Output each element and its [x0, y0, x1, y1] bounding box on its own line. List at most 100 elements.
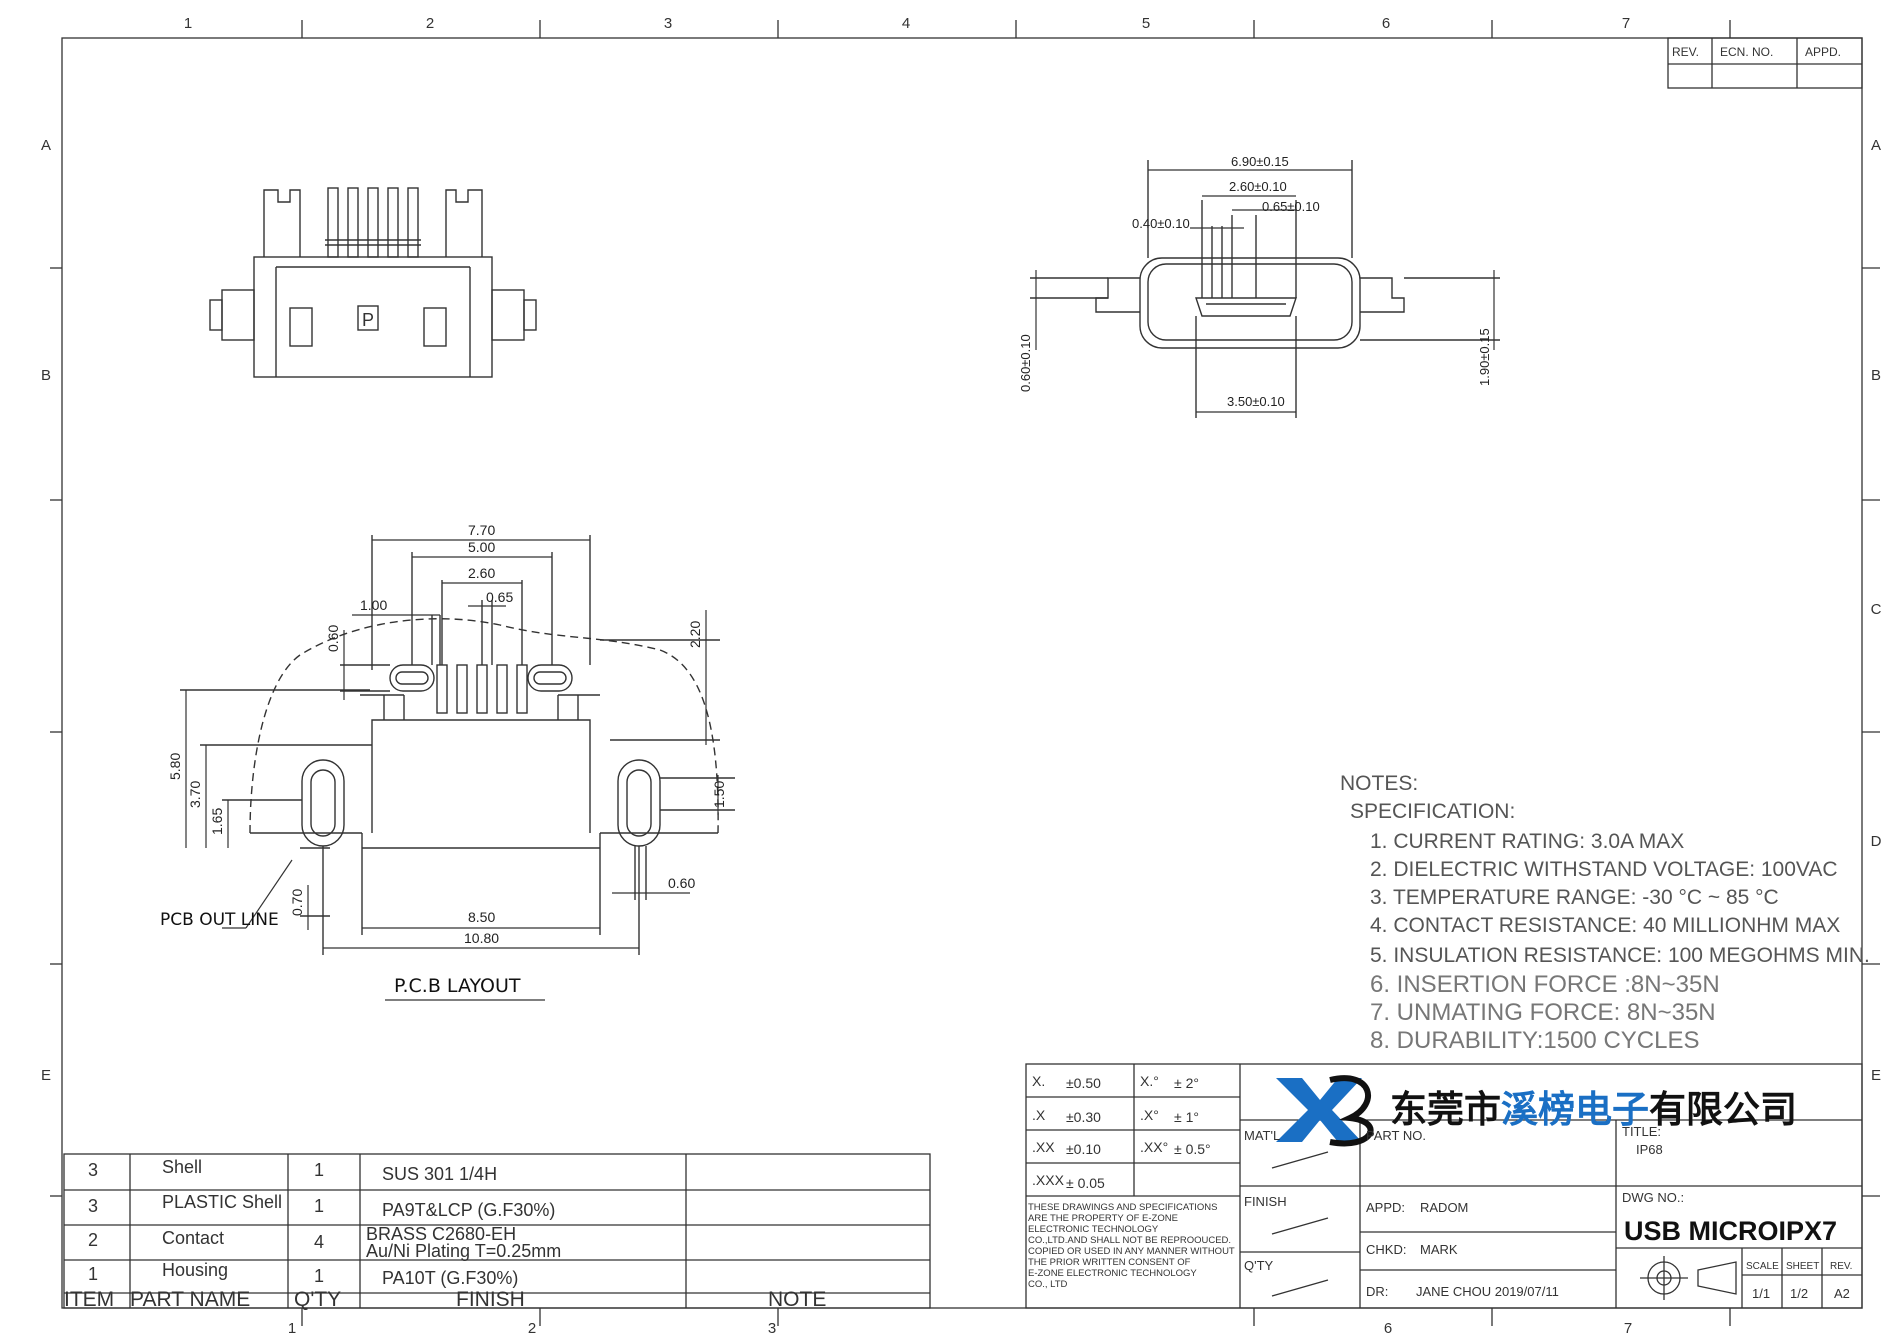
dim-0-65: 0.65±0.10 [1262, 199, 1320, 214]
zone-right-d: D [1871, 833, 1882, 850]
company-name-highlight: 溪榜电子 [1501, 1089, 1649, 1130]
dim-0-40: 0.40±0.10 [1132, 216, 1190, 231]
zone-bottom-3: 3 [768, 1320, 776, 1337]
company-name-prefix: 东莞市 [1390, 1088, 1501, 1130]
bom-header-name: PART NAME [130, 1288, 250, 1311]
dim-0-60-horizontal: 0.60 [668, 875, 695, 891]
dim-2-60: 2.60±0.10 [1229, 179, 1287, 194]
disclaimer-line-8: CO., LTD [1028, 1279, 1068, 1290]
dim-2-20: 2.20 [687, 621, 703, 648]
sheet-value: 1/2 [1790, 1286, 1808, 1301]
projection-symbol [1640, 1256, 1737, 1300]
dr-label: DR: [1366, 1284, 1388, 1299]
dr-value: JANE CHOU 2019/07/11 [1416, 1284, 1559, 1299]
dwg-label: DWG NO.: [1622, 1190, 1684, 1205]
dwg-number: USB MICROIPX7 [1624, 1216, 1837, 1246]
connector-top-view [209, 187, 537, 378]
zone-bottom-6: 6 [1384, 1320, 1392, 1337]
zone-left-e: E [41, 1067, 51, 1084]
sheet-label: SHEET [1786, 1261, 1819, 1272]
bom-row4-name: Housing [162, 1260, 228, 1280]
appd-label: APPD. [1805, 45, 1841, 59]
polarity-mark: P [362, 310, 374, 330]
bom-row3-finish2: Au/Ni Plating T=0.25mm [366, 1241, 561, 1261]
dim-3-70: 3.70 [187, 781, 203, 808]
dim-1-00: 1.00 [360, 597, 387, 613]
pcb-layout-title: P.C.B LAYOUT [394, 975, 521, 997]
chkd-value: MARK [1420, 1242, 1458, 1257]
note-8: 8. DURABILITY:1500 CYCLES [1370, 1027, 1699, 1054]
bom-header-note: NOTE [768, 1288, 826, 1311]
notes-heading: NOTES: [1340, 772, 1418, 795]
bom-header-item: ITEM [64, 1288, 114, 1311]
rev-block-label: REV. [1830, 1261, 1852, 1272]
bom-row1-item: 3 [88, 1160, 98, 1180]
zone-bottom-7: 7 [1624, 1320, 1632, 1337]
tol-adx-val: ± 1° [1174, 1109, 1199, 1125]
bom-header-qty: Q'TY [294, 1288, 341, 1311]
dim-8-50: 8.50 [468, 909, 495, 925]
tol-dx-val: ±0.30 [1066, 1109, 1101, 1125]
bom-row3-name: Contact [162, 1228, 224, 1248]
zone-left-a: A [41, 137, 51, 154]
chkd-label: CHKD: [1366, 1242, 1406, 1257]
zone-top-4: 4 [902, 15, 910, 32]
appd-label: APPD: [1366, 1200, 1405, 1215]
bom-row3-item: 2 [88, 1230, 98, 1250]
zone-right-a: A [1871, 137, 1881, 154]
company-name-suffix: 有限公司 [1649, 1089, 1797, 1130]
dim-2-60-pcb: 2.60 [468, 565, 495, 581]
note-4: 4. CONTACT RESISTANCE: 40 MILLIONHM MAX [1370, 914, 1840, 937]
zone-top-2: 2 [426, 15, 434, 32]
pcb-layout-drawing [180, 535, 735, 955]
bom-row3-finish: BRASS C2680-EH [366, 1224, 516, 1244]
bom-row1-qty: 1 [314, 1160, 324, 1180]
bom-table [63, 1153, 931, 1309]
tol-adxx-key: .XX° [1140, 1139, 1168, 1155]
dim-0-60-vertical: 0.60 [325, 625, 341, 652]
frame-border [61, 37, 1863, 1309]
zone-right-e: E [1871, 1067, 1881, 1084]
title-value: IP68 [1636, 1142, 1663, 1157]
bom-row4-finish: PA10T (G.F30%) [382, 1268, 518, 1288]
disclaimer-line-7: E-ZONE ELECTRONIC TECHNOLOGY [1028, 1268, 1197, 1279]
note-3: 3. TEMPERATURE RANGE: -30 °C ~ 85 °C [1370, 886, 1779, 909]
dim-6-90: 6.90±0.15 [1231, 154, 1289, 169]
tol-adxx-val: ± 0.5° [1174, 1141, 1211, 1157]
company-logo [1276, 1075, 1374, 1147]
note-5: 5. INSULATION RESISTANCE: 100 MEGOHMS MI… [1370, 944, 1870, 967]
note-6: 6. INSERTION FORCE :8N~35N [1370, 971, 1720, 998]
dim-10-80: 10.80 [464, 930, 499, 946]
disclaimer-line-2: ARE THE PROPERTY OF E-ZONE [1028, 1213, 1178, 1224]
qty-label: Q'TY [1244, 1258, 1274, 1273]
title-label: TITLE: [1622, 1124, 1661, 1139]
finish-label: FINISH [1244, 1194, 1287, 1209]
connector-front-view [1030, 160, 1500, 418]
rev-value: A2 [1834, 1286, 1850, 1301]
disclaimer-line-3: ELECTRONIC TECHNOLOGY [1028, 1224, 1159, 1235]
bom-row2-item: 3 [88, 1196, 98, 1216]
dim-1-90: 1.90±0.15 [1477, 328, 1492, 386]
dim-0-65-pcb: 0.65 [486, 589, 513, 605]
bom-row4-item: 1 [88, 1264, 98, 1284]
bom-row2-qty: 1 [314, 1196, 324, 1216]
zone-bottom-2: 2 [528, 1320, 536, 1337]
scale-label: SCALE [1746, 1261, 1779, 1272]
dim-5-00: 5.00 [468, 539, 495, 555]
bom-row1-finish: SUS 301 1/4H [382, 1164, 497, 1184]
notes-subheading: SPECIFICATION: [1350, 800, 1515, 823]
dim-1-50: 1.50 [711, 781, 727, 808]
dim-0-60: 0.60±0.10 [1018, 334, 1033, 392]
matl-label: MAT'L [1244, 1128, 1280, 1143]
disclaimer-line-4: CO.,LTD.AND SHALL NOT BE REPROOUCED. [1028, 1235, 1231, 1246]
zone-top-5: 5 [1142, 15, 1150, 32]
note-2: 2. DIELECTRIC WITHSTAND VOLTAGE: 100VAC [1370, 858, 1838, 881]
disclaimer-line-1: THESE DRAWINGS AND SPECIFICATIONS [1028, 1202, 1218, 1213]
zone-top-7: 7 [1622, 15, 1630, 32]
bom-row2-finish: PA9T&LCP (G.F30%) [382, 1200, 555, 1220]
appd-value: RADOM [1420, 1200, 1468, 1215]
zone-right-b: B [1871, 367, 1881, 384]
tol-dxxx-key: .XXX [1032, 1172, 1065, 1188]
note-7: 7. UNMATING FORCE: 8N~35N [1370, 999, 1716, 1026]
